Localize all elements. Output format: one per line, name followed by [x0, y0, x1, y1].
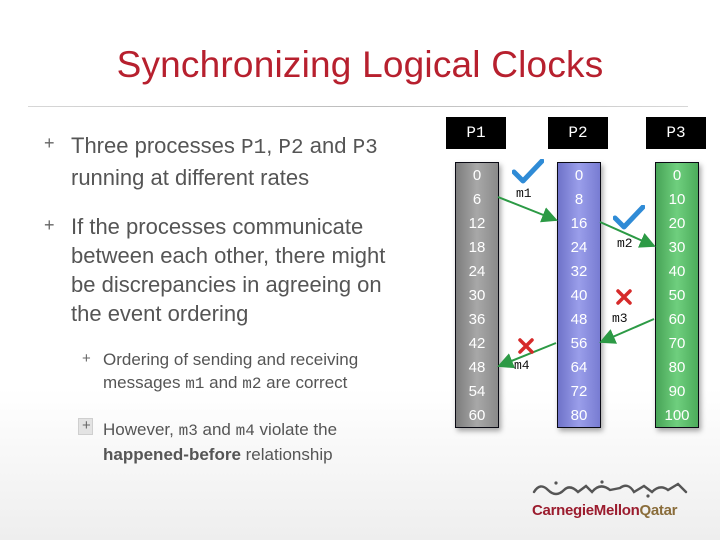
message-m2-ref: m2 [242, 375, 262, 393]
clock-value: 0 [574, 167, 584, 184]
clock-value: 64 [570, 359, 588, 376]
clock-value: 56 [570, 335, 588, 352]
clock-value: 80 [668, 359, 686, 376]
university-logo: CarnegieMellonQatar [532, 502, 677, 519]
clock-value: 18 [468, 239, 486, 256]
process-p1-ref: P1 [240, 137, 267, 160]
clock-column-p3: 0 10 20 30 40 50 60 70 80 90 100 [655, 162, 699, 428]
message-m3-ref: m3 [178, 422, 198, 440]
bullet-text: running at different rates [71, 165, 310, 190]
bullet-text: and [303, 133, 353, 158]
clock-value: 6 [472, 191, 482, 208]
bullet-line: the event ordering [71, 301, 249, 326]
clock-value: 32 [570, 263, 588, 280]
clock-value: 60 [668, 311, 686, 328]
sub-bullet-marker: + [82, 350, 91, 367]
clock-value: 20 [668, 215, 686, 232]
message-m1-label: m1 [516, 186, 532, 201]
sub-bullet-highlight [78, 418, 93, 435]
clock-value: 48 [468, 359, 486, 376]
clock-value: 8 [574, 191, 584, 208]
clock-value: 10 [668, 191, 686, 208]
bullet-text: are correct [261, 373, 348, 392]
clock-value: 60 [468, 407, 486, 424]
message-m2-arrow [599, 221, 656, 248]
x-icon [518, 338, 534, 354]
clock-column-p2: 0 8 16 24 32 40 48 56 64 72 80 [557, 162, 601, 428]
bullet-three-processes: Three processes P1, P2 and P3 running at… [71, 131, 441, 192]
process-header-p1: P1 [446, 117, 506, 149]
bullet-text: and [204, 373, 243, 392]
bullet-text: relationship [240, 445, 333, 464]
process-p2-ref: P2 [278, 137, 304, 160]
check-icon [613, 205, 645, 230]
message-m3-arrow [599, 318, 655, 344]
clock-value: 0 [672, 167, 682, 184]
clock-value: 36 [468, 311, 486, 328]
process-header-p2: P2 [548, 117, 608, 149]
clock-value: 80 [570, 407, 588, 424]
title-divider [28, 106, 688, 107]
message-m4-label: m4 [514, 358, 530, 373]
bullet-emphasis: happened-before [103, 445, 241, 464]
clock-value: 24 [570, 239, 588, 256]
bullet-text: violate the [254, 420, 338, 439]
clock-value: 90 [668, 383, 686, 400]
clock-value: 72 [570, 383, 588, 400]
clock-value: 42 [468, 335, 486, 352]
sub-bullet-violation: However, m3 and m4 violate the happened-… [103, 418, 433, 466]
clock-value: 12 [468, 215, 486, 232]
bullet-text: , [266, 133, 279, 158]
message-m1-ref: m1 [185, 375, 205, 393]
clock-value: 50 [668, 287, 686, 304]
bullet-line: between each other, there might [71, 243, 386, 268]
clock-value: 100 [664, 407, 690, 424]
university-logo-arabic [532, 480, 688, 498]
check-icon [512, 159, 544, 184]
bullet-text: However, [103, 420, 179, 439]
logo-suffix: Qatar [639, 502, 678, 519]
bullet-text: messages [103, 373, 186, 392]
clock-value: 40 [668, 263, 686, 280]
slide-title: Synchronizing Logical Clocks [116, 44, 604, 85]
clock-column-p1: 0 6 12 18 24 30 36 42 48 54 60 [455, 162, 499, 428]
clock-value: 16 [570, 215, 588, 232]
bullet-text: and [197, 420, 236, 439]
message-m4-ref: m4 [235, 422, 255, 440]
bullet-marker: + [44, 215, 55, 235]
clock-value: 30 [668, 239, 686, 256]
clock-value: 40 [570, 287, 588, 304]
clock-value: 70 [668, 335, 686, 352]
bullet-line: be discrepancies in agreeing on [71, 272, 382, 297]
message-m4-arrow [497, 342, 557, 369]
process-header-p3: P3 [646, 117, 706, 149]
bullet-text: Ordering of sending and receiving [103, 350, 359, 369]
clock-value: 54 [468, 383, 486, 400]
bullet-discrepancies: If the processes communicate between eac… [71, 212, 441, 328]
sub-bullet-correct-ordering: Ordering of sending and receiving messag… [103, 348, 433, 396]
bullet-marker: + [44, 133, 55, 153]
message-m2-label: m2 [617, 236, 633, 251]
message-m1-arrow [497, 196, 558, 223]
clock-value: 24 [468, 263, 486, 280]
clock-value: 0 [472, 167, 482, 184]
message-m3-label: m3 [612, 311, 628, 326]
bullet-text: Three processes [71, 133, 241, 158]
bullet-line: If the processes communicate [71, 214, 364, 239]
x-icon [616, 289, 632, 305]
logo-text: CarnegieMellon [532, 502, 640, 519]
process-p3-ref: P3 [352, 137, 378, 160]
clock-value: 30 [468, 287, 486, 304]
sub-bullet-marker: + [82, 417, 91, 434]
clock-value: 48 [570, 311, 588, 328]
